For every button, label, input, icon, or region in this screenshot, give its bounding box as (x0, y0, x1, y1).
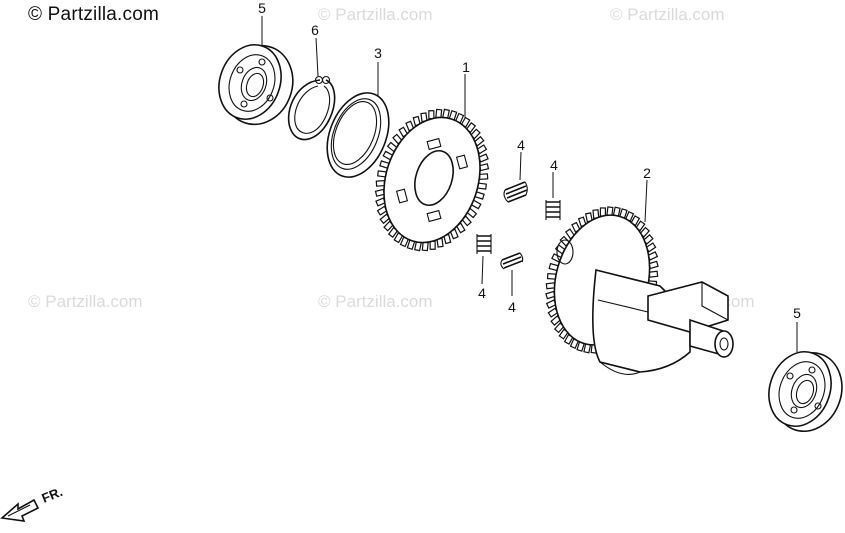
watermark: © Partzilla.com (318, 5, 433, 24)
spring-c[interactable] (476, 234, 492, 254)
callout-gear-plate: 1 (462, 59, 470, 75)
callout-spring-c: 4 (478, 285, 486, 301)
front-direction-arrow: FR. (0, 484, 65, 522)
snap-ring[interactable] (287, 75, 336, 141)
callout-spring-d: 4 (508, 299, 516, 315)
callout-bearing-left: 5 (258, 0, 266, 16)
callout-oil-seal: 3 (374, 45, 382, 61)
bearing-right[interactable] (759, 343, 845, 441)
gear-plate[interactable] (368, 105, 495, 255)
front-direction-label: FR. (40, 484, 65, 506)
watermark: © Partzilla.com (28, 292, 143, 311)
callout-spring-b: 4 (550, 157, 558, 173)
spring-d[interactable] (500, 252, 524, 270)
balancer-shaft[interactable] (540, 204, 734, 375)
spring-a[interactable] (503, 181, 528, 203)
brand-watermark: © Partzilla.com (28, 4, 160, 25)
spring-b[interactable] (545, 200, 561, 220)
watermark: © Partzilla.com (610, 5, 725, 24)
callout-snap-ring: 6 (311, 22, 319, 38)
bearing-left[interactable] (209, 36, 304, 134)
oil-seal[interactable] (316, 84, 401, 187)
watermark: © Partzilla.com (318, 292, 433, 311)
callout-balancer-shaft: 2 (643, 165, 651, 181)
callout-bearing-right: 5 (793, 305, 801, 321)
callout-spring-a: 4 (517, 137, 525, 153)
gear-tooth (606, 206, 614, 217)
